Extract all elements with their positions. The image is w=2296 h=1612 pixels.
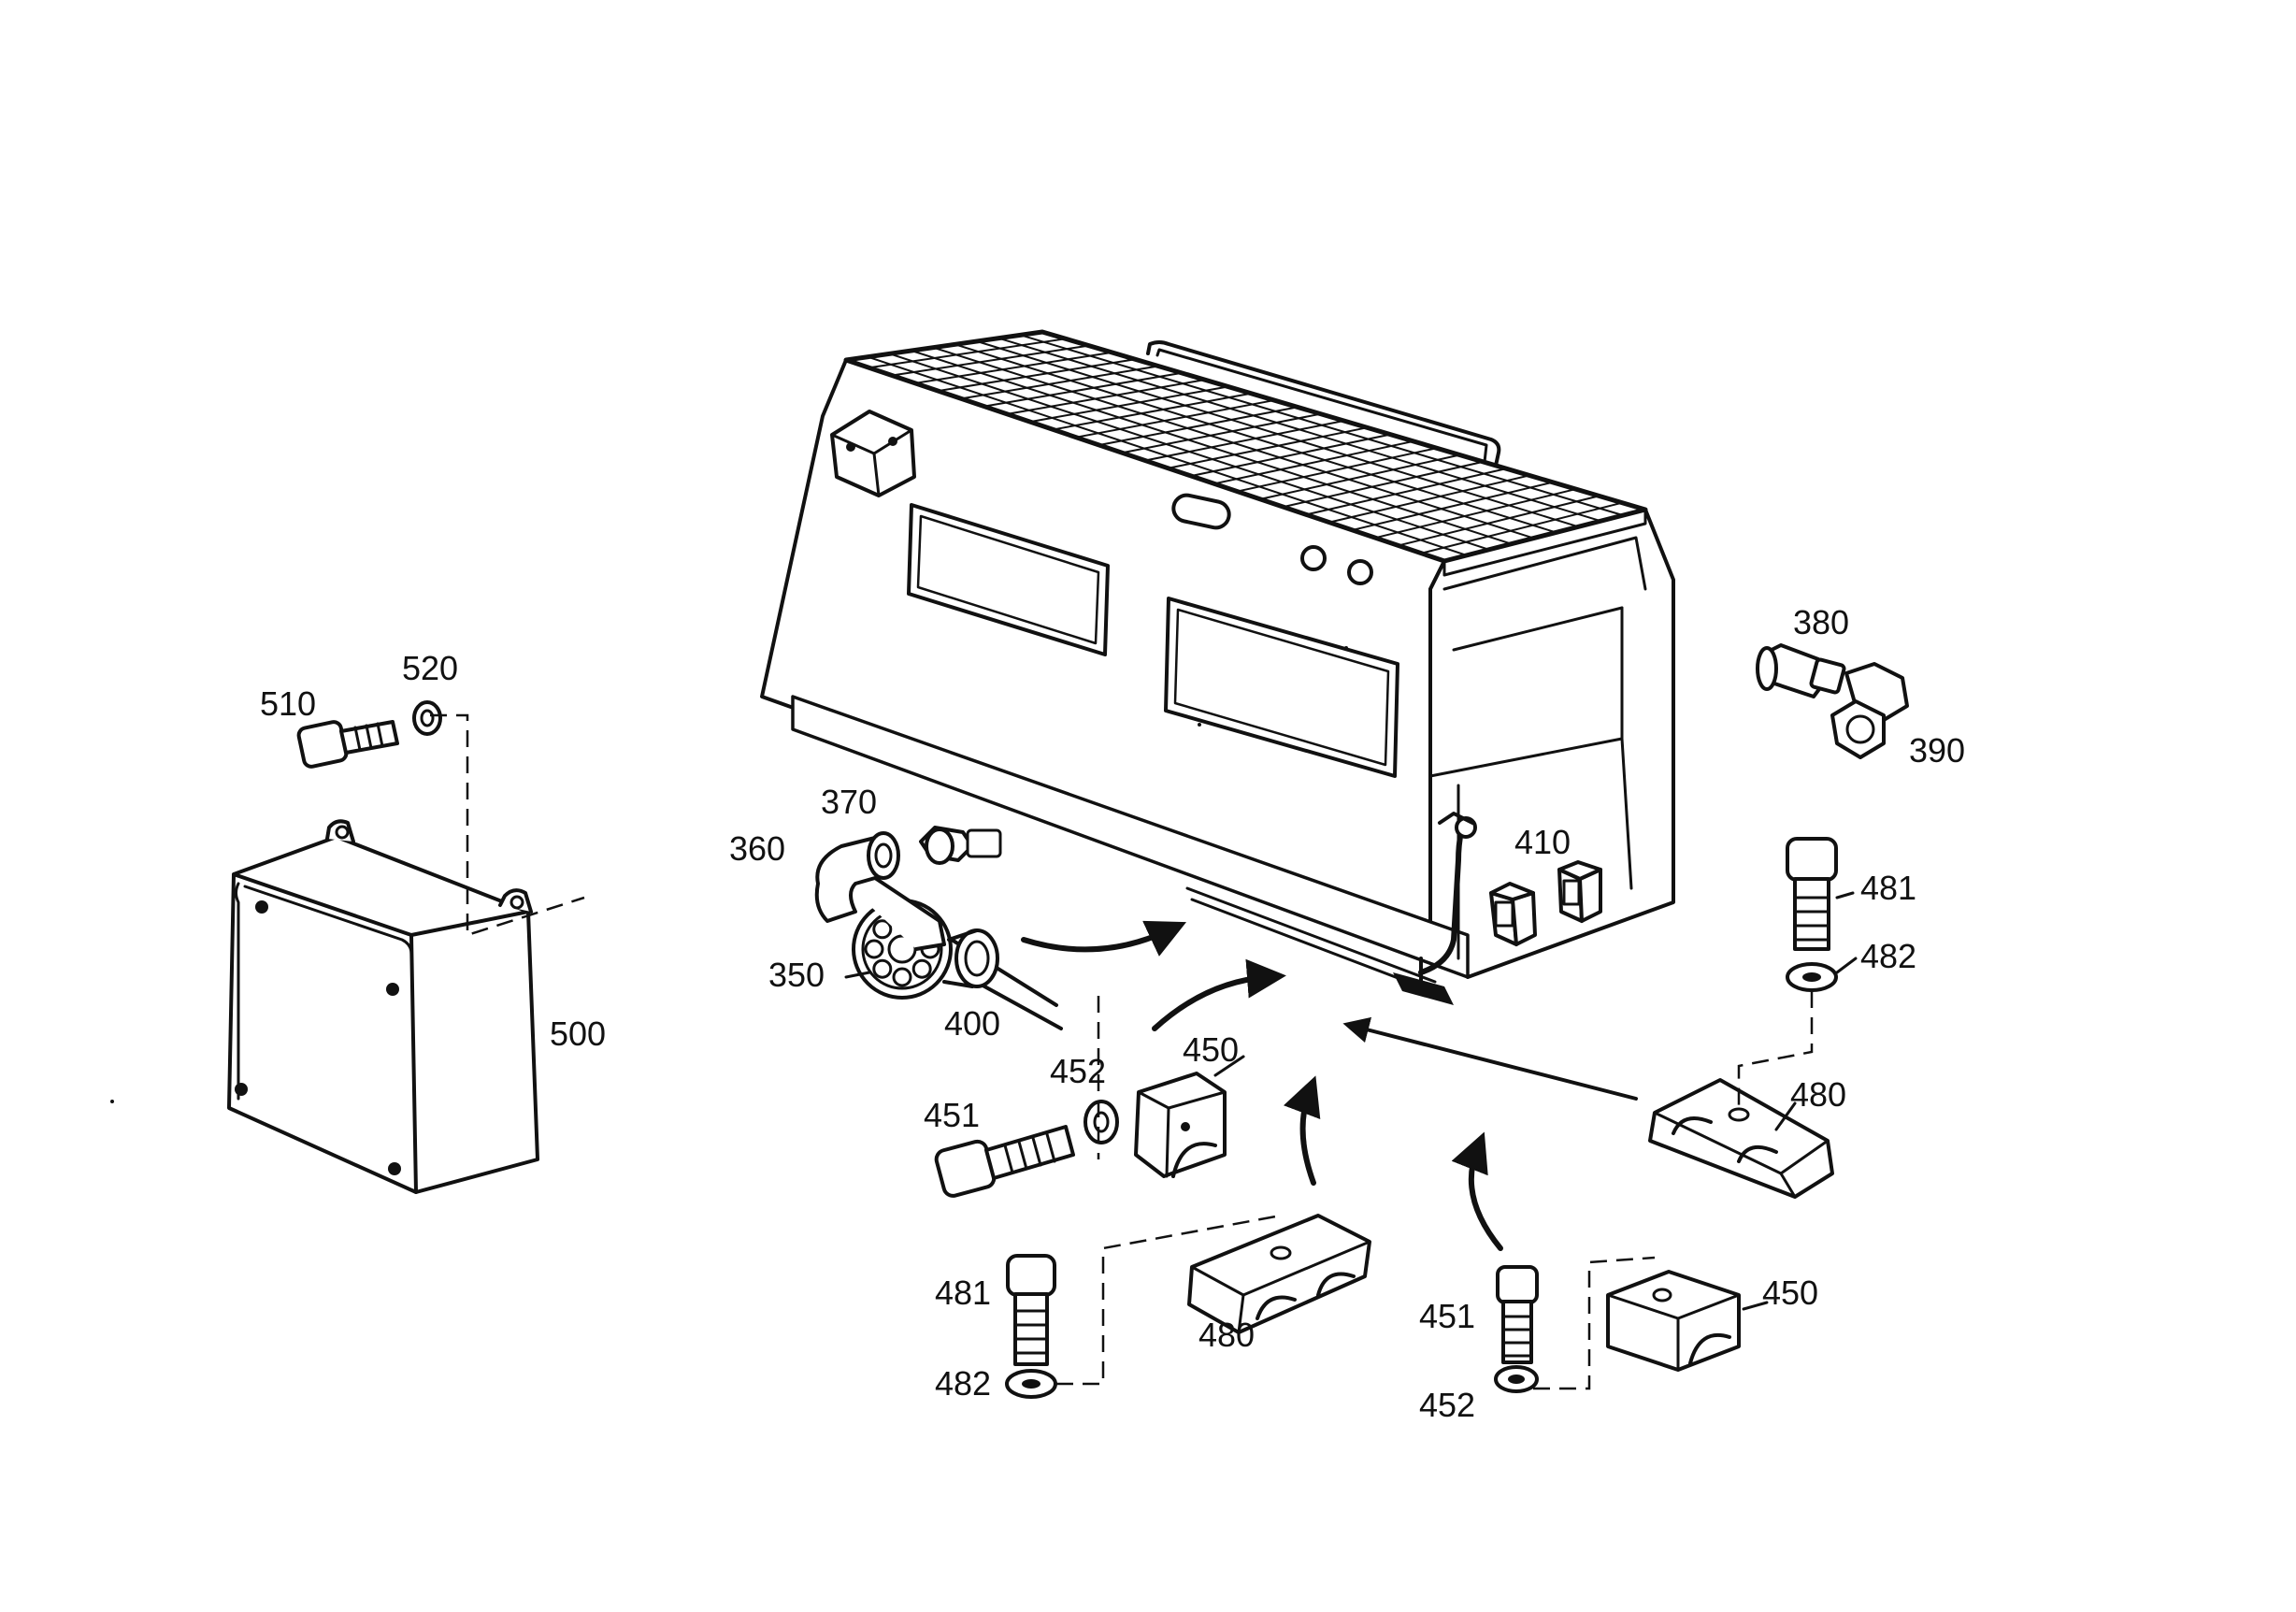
- callout-480-right: 480: [1790, 1075, 1846, 1114]
- fitting-390: [1830, 662, 1909, 759]
- window-right: [1164, 597, 1399, 778]
- callout-400: 400: [944, 1004, 1000, 1043]
- callout-452-upper: 452: [1050, 1052, 1106, 1090]
- fitting-380: [1756, 643, 1846, 698]
- bolt-481-lower: [1006, 1254, 1056, 1366]
- callout-labels: 510 520 500 370 360 350 400 410 380 390 …: [260, 603, 1965, 1424]
- top-grille: [868, 334, 1624, 556]
- callout-380: 380: [1793, 603, 1849, 641]
- washer-482-right: [1786, 962, 1838, 992]
- callout-390: 390: [1909, 731, 1965, 770]
- callout-451-lower: 451: [1419, 1297, 1475, 1335]
- washer-452-lower: [1494, 1365, 1539, 1393]
- fitting-370: [919, 826, 1002, 865]
- tank-assembly: [760, 329, 1675, 988]
- clamp-480-right: [1648, 1078, 1834, 1199]
- callout-481-right: 481: [1860, 869, 1916, 907]
- bolt-451-upper: [934, 1125, 1075, 1198]
- assembly-arrows: [1021, 920, 1638, 1251]
- washer-482-lower: [1005, 1369, 1057, 1399]
- pipe-assembly: [814, 826, 1454, 1030]
- callout-450-upper: 450: [1183, 1030, 1239, 1069]
- bolt-481-right: [1786, 837, 1838, 951]
- clamp-450-lower: [1606, 1270, 1741, 1372]
- terminal-410: [1489, 860, 1602, 946]
- valve-350: [839, 872, 999, 1000]
- window-left: [907, 503, 1110, 656]
- bolt-451-lower: [1496, 1265, 1539, 1364]
- callout-410: 410: [1514, 823, 1571, 861]
- callout-360: 360: [729, 829, 785, 868]
- callout-480-lower: 480: [1198, 1316, 1255, 1354]
- callout-452-lower: 452: [1419, 1386, 1475, 1424]
- callout-451-upper: 451: [924, 1096, 980, 1134]
- washer-452-upper: [1083, 1100, 1119, 1144]
- callout-482-lower: 482: [935, 1364, 991, 1403]
- washer-520: [412, 700, 442, 736]
- elbow-360: [814, 831, 900, 923]
- callout-350: 350: [768, 956, 825, 994]
- sensor-block: [830, 410, 916, 497]
- junction-box-500: [227, 819, 539, 1194]
- clamp-450-upper: [1134, 1072, 1227, 1178]
- callout-450-lower: 450: [1762, 1274, 1818, 1312]
- clamp-480-lower: [1187, 1214, 1371, 1334]
- callout-leaders: [844, 891, 1858, 1311]
- callout-500: 500: [550, 1015, 606, 1053]
- bolt-510: [296, 720, 399, 769]
- callout-370: 370: [821, 783, 877, 821]
- callout-481-lower: 481: [935, 1274, 991, 1312]
- callout-520: 520: [402, 649, 458, 687]
- callout-510: 510: [260, 684, 316, 723]
- callout-482-right: 482: [1860, 937, 1916, 975]
- dashed-leaders: [430, 713, 1814, 1390]
